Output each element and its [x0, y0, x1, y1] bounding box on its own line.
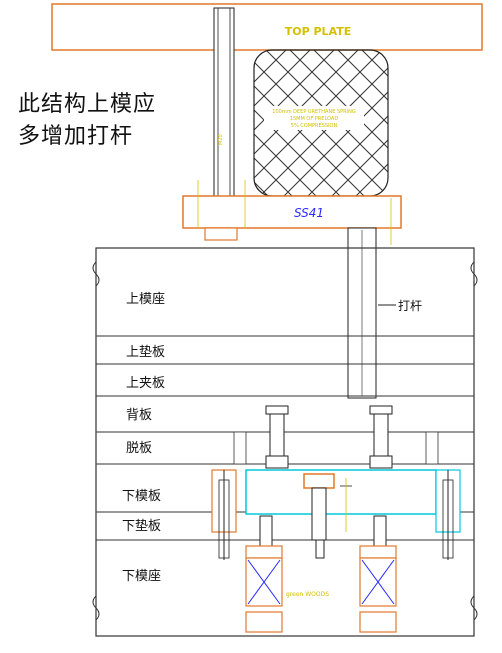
lower-spring-box-right	[359, 545, 397, 633]
annotation-line-1: 此结构上模应	[18, 92, 157, 117]
die-insert	[245, 469, 437, 515]
top-plate	[51, 3, 483, 51]
svg-text:M20: M20	[218, 134, 224, 145]
lower-spring-box-left	[245, 545, 283, 633]
plate-label-upper-backing: 上垫板	[126, 344, 165, 360]
ss41-label: SS41	[294, 206, 324, 220]
spring-line-3: 5% COMPRESSION	[291, 123, 338, 129]
ss41-block	[182, 195, 402, 229]
die-set-frame	[95, 247, 475, 637]
plate-label-stripper: 脱板	[126, 441, 152, 456]
stripper-bolt-left	[265, 405, 289, 469]
plate-label-lower-die: 下模板	[122, 489, 161, 504]
plate-label-lower-backing: 下垫板	[122, 518, 161, 534]
plate-label-upper-clamp: 上夹板	[126, 376, 165, 391]
spring-line-1: 100mm DEEP URETHANE SPRING	[272, 109, 356, 115]
plate-label-lower-die-seat: 下模座	[122, 569, 161, 584]
bolt-shank	[213, 7, 235, 229]
spring-line-2: 15MM OF PRELOAD	[290, 116, 339, 122]
knockout-rod-label: 打杆	[398, 299, 422, 313]
stripper-bolt-right	[369, 405, 393, 469]
center-punch	[303, 473, 335, 489]
plate-label-back: 背板	[126, 408, 152, 423]
plate-label-upper-die-seat: 上模座	[126, 292, 165, 307]
bottom-note: green WOODS	[286, 591, 329, 598]
annotation-line-2: 多增加打杆	[18, 124, 134, 149]
top-plate-label: TOP PLATE	[285, 25, 352, 38]
